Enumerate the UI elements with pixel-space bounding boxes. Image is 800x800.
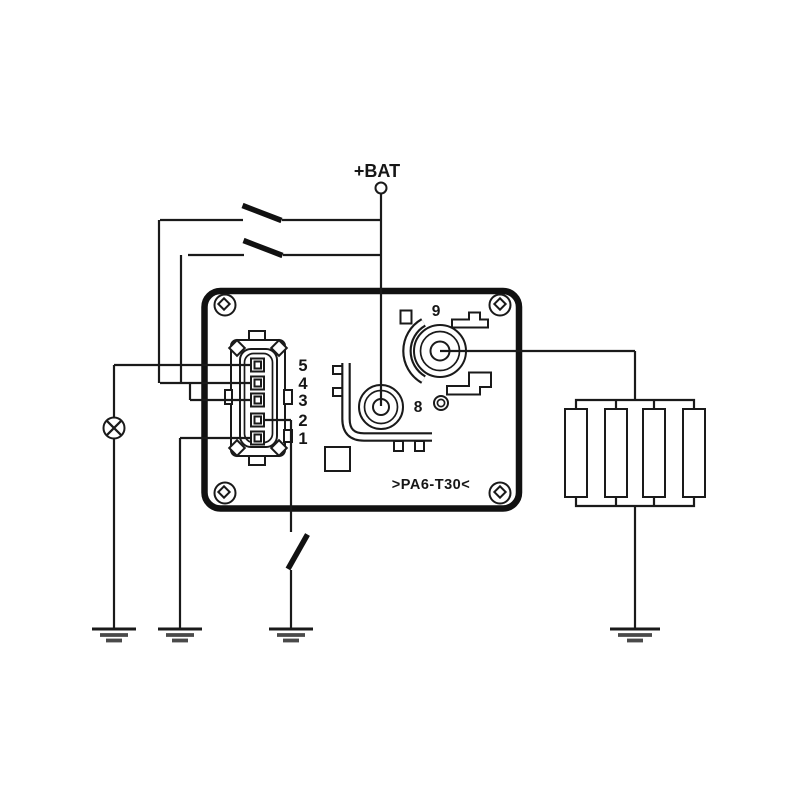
connector-wing — [227, 338, 247, 358]
ground-symbol-lamp — [92, 627, 136, 643]
terminal-8-label: 8 — [414, 399, 423, 416]
connector-wing — [227, 438, 247, 458]
pin-4 — [250, 375, 265, 391]
connector-side-lug — [283, 389, 293, 405]
pin-label-2: 2 — [298, 412, 307, 430]
connector-wing — [269, 438, 289, 458]
battery-label: +BAT — [354, 161, 400, 181]
screw-diamond-icon — [216, 296, 232, 312]
glow-plug-2 — [604, 408, 628, 498]
switch-2 — [242, 237, 284, 259]
switch-2-blade-icon — [242, 237, 284, 259]
ground-symbol-pin1 — [158, 627, 202, 643]
glow-plug-bank — [564, 398, 706, 508]
corner-screw-top-left — [213, 293, 237, 317]
battery-positive-terminal: +BAT — [354, 161, 400, 195]
relay-box: 9 8 >PA6-T30< — [201, 287, 523, 512]
switch-1-blade-icon — [241, 202, 283, 224]
screw-diamond-icon — [216, 484, 232, 500]
glow-plug-1 — [564, 408, 588, 498]
screw-diamond-icon — [492, 484, 508, 500]
pin-1 — [250, 430, 265, 446]
pin-label-1: 1 — [298, 430, 307, 448]
pin-5 — [250, 357, 265, 373]
busbar-9-arc-inner — [404, 320, 425, 382]
corner-screw-top-right — [488, 293, 512, 317]
glow-plug-4 — [682, 408, 706, 498]
switch-3-blade-icon — [285, 533, 310, 571]
busbar-9-tab — [399, 309, 413, 325]
pin-2 — [250, 412, 265, 428]
wire-pin1-to-ground — [178, 436, 251, 629]
glow-plug-top-bus — [574, 398, 696, 409]
wire-terminal9-to-glowplugs — [440, 349, 637, 400]
battery-terminal-icon — [374, 181, 388, 195]
rivet-circle — [433, 395, 449, 411]
connector-pins: 5 4 3 2 1 — [250, 357, 308, 448]
relay-window-square — [324, 446, 351, 472]
relay-internals — [324, 309, 492, 472]
busbar-8-foot — [393, 440, 404, 452]
terminal-8 — [358, 384, 404, 430]
busbar-8-foot — [414, 440, 425, 452]
corner-screw-bottom-left — [213, 481, 237, 505]
pin-label-3: 3 — [298, 392, 307, 410]
contact-hook-bottom — [446, 371, 492, 396]
pin-label-5: 5 — [298, 357, 307, 375]
terminal-9-label: 9 — [432, 303, 441, 320]
corner-screw-bottom-right — [488, 481, 512, 505]
glow-plug-3 — [642, 408, 666, 498]
busbar-8-bracket-inner — [343, 363, 432, 440]
screw-diamond-icon — [492, 296, 508, 312]
switch-1 — [241, 202, 283, 224]
ground-symbol-glowplugs — [610, 627, 660, 643]
wires — [112, 193, 637, 629]
case-marking-label: >PA6-T30< — [392, 477, 470, 493]
rivet-circle-inner — [436, 398, 446, 408]
ground-symbol-switch3 — [269, 627, 313, 643]
indicator-lamp — [102, 416, 126, 440]
glow-plug-bottom-bus — [574, 497, 696, 508]
connector-side-lug — [224, 389, 233, 405]
pin-3 — [250, 392, 265, 408]
pin-label-4: 4 — [298, 375, 308, 393]
contact-hook-top — [451, 311, 489, 329]
connector-wing — [269, 338, 289, 358]
switch-3 — [285, 533, 310, 571]
lamp-cross-icon — [106, 420, 122, 436]
